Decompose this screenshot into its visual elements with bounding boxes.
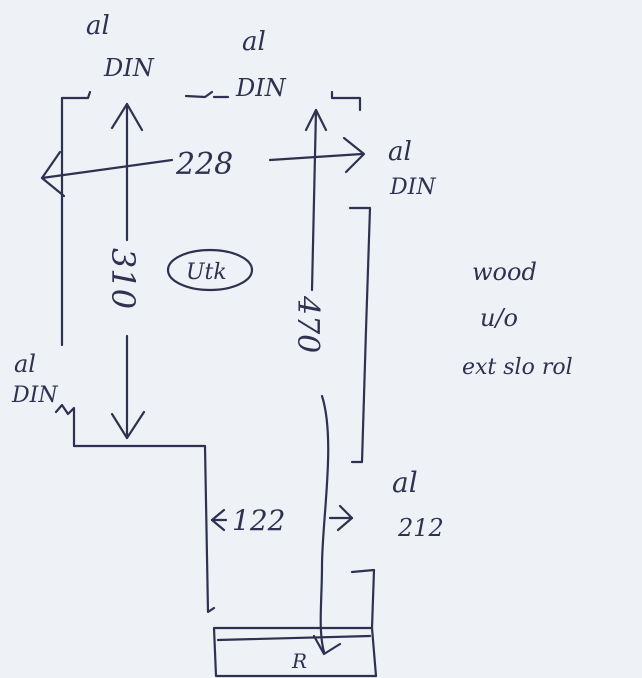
label-top-middle-line2: DIN	[235, 74, 287, 102]
dimension-arrowhead-228-left	[40, 150, 66, 198]
dimension-label-470: 470	[290, 295, 325, 353]
label-left-mid-line2: DIN	[11, 383, 58, 408]
dimension-arrowhead-228-right	[342, 136, 366, 174]
dimension-line-470-top	[310, 108, 318, 292]
label-right-top: al DIN	[388, 137, 436, 200]
label-top-middle: al DIN	[235, 27, 287, 102]
dimension-height-left: 310	[104, 102, 146, 440]
room-code-circle	[166, 248, 254, 292]
dimension-width-bottom: 122	[210, 504, 354, 537]
dimension-arrowhead-122-right	[336, 504, 354, 532]
dimension-label-122: 122	[232, 504, 285, 537]
dimension-label-228: 228	[175, 147, 233, 182]
label-bottom-right: al 212	[392, 466, 444, 542]
top-left-corner	[60, 90, 92, 100]
dimension-label-310: 310	[104, 248, 142, 309]
top-middle-wall	[184, 90, 230, 99]
right-wall-wood	[348, 206, 372, 464]
top-right-corner	[330, 90, 362, 112]
dimension-height-right: 470	[290, 108, 342, 656]
label-right-top-line1: al	[388, 137, 412, 167]
bottom-tag-label: R	[291, 649, 307, 673]
label-left-mid-line1: al	[14, 350, 36, 378]
floor-plan-outline	[54, 90, 378, 678]
label-top-left: al DIN	[86, 11, 155, 82]
label-left-mid: al DIN	[11, 350, 58, 408]
label-top-left-line1: al	[86, 11, 110, 41]
wall-note-line2: u/o	[480, 304, 518, 332]
dimension-arrowhead-470-top	[304, 108, 328, 132]
label-top-middle-line1: al	[242, 27, 266, 57]
dimension-line-470-bottom	[319, 394, 330, 654]
wall-note-line1: wood	[472, 258, 537, 286]
left-step-wall	[54, 403, 216, 614]
wall-note-line3: ext slo rol	[462, 355, 573, 380]
bottom-room-inner-line	[216, 634, 372, 642]
dimension-arrowhead-122-left	[210, 508, 226, 532]
wall-note: wood u/o ext slo rol	[462, 258, 573, 380]
dimension-line-228-left	[40, 158, 174, 180]
dimension-arrowhead-470-bottom	[312, 634, 342, 656]
dimension-arrowhead-310-bottom	[110, 410, 146, 440]
label-top-left-line2: DIN	[103, 54, 155, 82]
label-right-top-line2: DIN	[389, 175, 436, 200]
dimension-arrowhead-310-top	[110, 102, 144, 132]
right-lower-wall	[350, 568, 376, 630]
bottom-room-box	[212, 626, 378, 678]
room-code-text: Utk	[186, 260, 227, 285]
label-bottom-right-line1: al	[392, 466, 418, 499]
room-code-label: Utk	[166, 248, 254, 292]
label-bottom-right-line2: 212	[397, 514, 444, 542]
